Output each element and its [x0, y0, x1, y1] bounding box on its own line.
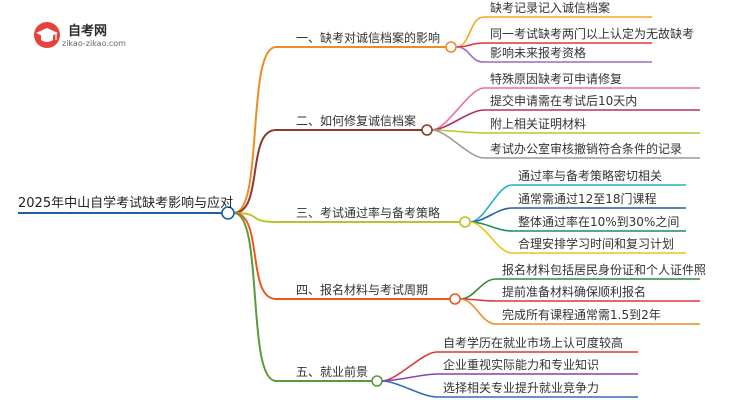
- branch-connector: [233, 129, 277, 214]
- leaf-label: 报名材料包括居民身份证和个人证件照: [502, 263, 707, 277]
- leaf-label: 自考学历在就业市场上认可度较高: [443, 336, 624, 350]
- leaf-label: 附上相关证明材料: [490, 117, 587, 131]
- leaf-connector: [381, 380, 638, 398]
- logo-name: 自考网: [68, 24, 108, 39]
- branch-label: 二、如何修复诚信档案: [296, 114, 417, 128]
- branch-connector: [233, 46, 277, 214]
- branch-label: 一、缺考对诚信档案的影响: [296, 31, 441, 45]
- leaf-label: 同一考试缺考两门以上认定为无故缺考: [490, 27, 695, 41]
- leaf-label: 选择相关专业提升就业竞争力: [443, 381, 600, 395]
- branch-connector: [233, 212, 277, 382]
- branch-label: 四、报名材料与考试周期: [296, 283, 429, 297]
- leaf-connector: [431, 109, 700, 131]
- branch-node-toggle[interactable]: [445, 41, 457, 53]
- branch-connector: [233, 212, 277, 223]
- leaf-label: 影响未来报考资格: [490, 46, 587, 60]
- graduation-cap-icon: [34, 22, 60, 48]
- leaf-connector: [455, 46, 652, 63]
- leaf-label: 提前准备材料确保顺利报名: [502, 285, 647, 299]
- site-logo[interactable]: 自考网 zikao-zikao.com: [32, 20, 172, 50]
- leaf-label: 考试办公室审核撤销符合条件的记录: [490, 142, 683, 156]
- leaf-label: 缺考记录记入诚信档案: [490, 1, 611, 15]
- leaf-connector: [455, 16, 652, 48]
- branch-label: 三、考试通过率与备考策略: [296, 206, 441, 220]
- branch-node-toggle[interactable]: [449, 293, 461, 305]
- leaf-label: 完成所有课程通常需1.5到2年: [502, 308, 661, 322]
- leaf-label: 企业重视实际能力和专业知识: [443, 358, 600, 372]
- branch-label: 五、就业前景: [296, 365, 369, 379]
- leaf-label: 合理安排学习时间和复习计划: [518, 237, 675, 251]
- leaf-label: 通常需通过12至18门课程: [518, 192, 657, 206]
- leaf-connector: [381, 373, 638, 382]
- leaf-label: 整体通过率在10%到30%之间: [518, 215, 680, 229]
- leaf-label: 通过率与备考策略密切相关: [518, 169, 663, 183]
- branch-node-toggle[interactable]: [371, 375, 383, 387]
- root-node-toggle[interactable]: [221, 206, 235, 220]
- leaf-label: 特殊原因缺考可申请修复: [490, 72, 623, 86]
- logo-url: zikao-zikao.com: [62, 39, 126, 48]
- branch-node-toggle[interactable]: [421, 124, 433, 136]
- leaf-connector: [469, 221, 686, 254]
- leaf-connector: [431, 129, 700, 159]
- leaf-label: 提交申请需在考试后10天内: [490, 94, 638, 108]
- root-topic-label: 2025年中山自学考试缺考影响与应对: [18, 196, 234, 211]
- branch-connector: [233, 212, 277, 300]
- branch-node-toggle[interactable]: [459, 216, 471, 228]
- leaf-connector: [459, 298, 700, 325]
- leaf-connector: [469, 207, 686, 223]
